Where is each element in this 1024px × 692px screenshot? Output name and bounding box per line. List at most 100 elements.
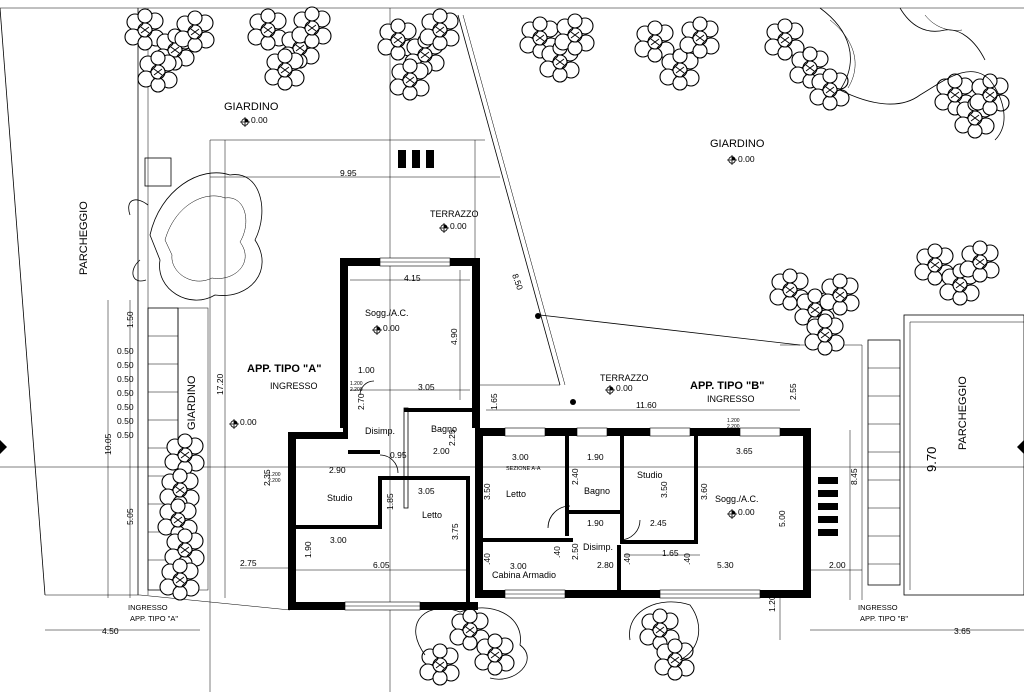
dim-8-50: 8.50 — [510, 272, 525, 291]
site-boundary — [0, 7, 1024, 692]
dim-2-50: 2.50 — [570, 543, 580, 560]
room-letto-b: Letto — [506, 489, 526, 499]
terrazzo-top-elev: 0.00 — [450, 221, 467, 231]
dim-2-45: 2.45 — [650, 518, 667, 528]
code-w3: 1.200 — [727, 418, 740, 424]
sogg-b-elev: 0.00 — [738, 507, 755, 517]
ingresso-a-bottom-2: APP. TIPO "A" — [130, 614, 178, 623]
code-w2: 1.200 — [350, 381, 363, 387]
dim-9-95: 9.95 — [340, 168, 357, 178]
room-sogg-a: Sogg./A.C. — [365, 308, 409, 318]
dim-1-90-b: 1.90 — [587, 452, 604, 462]
dim-2-35: 2.35 — [262, 469, 272, 486]
ingresso-a-label: INGRESSO — [270, 381, 318, 391]
dim-5-00: 5.00 — [777, 510, 787, 527]
dim-4-50: 4.50 — [102, 626, 119, 636]
dim-3-75: 3.75 — [450, 523, 460, 540]
dim-3-00-b: 3.00 — [512, 452, 529, 462]
dim-1-85: 1.85 — [385, 493, 395, 510]
dim-040-2: .40 — [552, 546, 562, 558]
dim-0-50-7: 0.50 — [117, 430, 134, 440]
app-b-title: APP. TIPO "B" — [690, 380, 764, 392]
code-w3b: 2.200 — [727, 424, 740, 430]
dim-3-65-b: 3.65 — [736, 446, 753, 456]
ingresso-b-bottom-1: INGRESSO — [858, 603, 898, 612]
giardino-left-elev: 0.00 — [251, 115, 268, 125]
ingresso-a-bottom-1: INGRESSO — [128, 603, 168, 612]
dim-0-95: 0.95 — [390, 450, 407, 460]
dim-2-00-r: 2.00 — [829, 560, 846, 570]
dim-040-3: .40 — [622, 553, 632, 565]
dim-11-60: 11.60 — [636, 400, 657, 410]
dim-0-50-2: 0.50 — [117, 360, 134, 370]
app-a-title: APP. TIPO "A" — [247, 363, 321, 375]
dim-2-55: 2.55 — [788, 383, 798, 400]
dim-10-05: 10.05 — [103, 433, 113, 455]
room-disimp-b: Disimp. — [583, 542, 613, 552]
dim-2-40: 2.40 — [570, 468, 580, 485]
dim-040-1: .40 — [482, 553, 492, 565]
dim-9-70: 9.70 — [924, 447, 939, 472]
dim-3-50-letto: 3.50 — [482, 483, 492, 500]
left-side-elev: 0.00 — [240, 417, 257, 427]
giardino-right-label: GIARDINO — [710, 138, 765, 150]
dim-3-05-mid: 3.05 — [418, 486, 435, 496]
dim-1-20: 1.20 — [767, 595, 777, 612]
dim-8-45: 8.45 — [849, 468, 859, 485]
ingresso-b-label: INGRESSO — [707, 394, 755, 404]
openings — [344, 257, 781, 611]
stair-marks — [0, 150, 1024, 536]
code-w1b: 2.200 — [268, 478, 281, 484]
dim-2-75: 2.75 — [240, 558, 257, 568]
room-studio-a: Studio — [327, 493, 353, 503]
dim-0-50-6: 0.50 — [117, 416, 134, 426]
room-letto-a: Letto — [422, 510, 442, 520]
giardino-vertical-label: GIARDINO — [186, 375, 198, 430]
dim-040-4: .40 — [682, 553, 692, 565]
dim-4-15: 4.15 — [404, 273, 421, 283]
sogg-a-elev: 0.00 — [383, 323, 400, 333]
dim-3-00-a: 3.00 — [330, 535, 347, 545]
dim-2-00: 2.00 — [433, 446, 450, 456]
dim-1-00: 1.00 — [358, 365, 375, 375]
dim-1-50: 1.50 — [125, 311, 135, 328]
sezione-label: SEZIONE A-A — [506, 466, 541, 472]
dim-2-70: 2.70 — [356, 393, 366, 410]
room-bagno-b: Bagno — [584, 486, 610, 496]
dimension-texts: 9.95 4.15 4.90 1.00 3.05 2.00 2.25 2.90 … — [102, 168, 971, 636]
dim-5-05: 5.05 — [125, 508, 135, 525]
room-studio-b: Studio — [637, 470, 663, 480]
terrazzo-top-label: TERRAZZO — [430, 209, 479, 219]
opening-codes: 1.200 2.200 1.200 2.200 1.200 2.200 — [268, 381, 740, 484]
dim-0-50-3: 0.50 — [117, 374, 134, 384]
room-cabina: Cabina Armadio — [492, 570, 556, 580]
parcheggio-left-label: PARCHEGGIO — [78, 201, 90, 275]
dim-3-00-cab: 3.00 — [510, 561, 527, 571]
dim-1-90-a: 1.90 — [303, 541, 313, 558]
dim-2-25: 2.25 — [447, 429, 457, 446]
dim-3-05-top: 3.05 — [418, 382, 435, 392]
dim-2-80: 2.80 — [597, 560, 614, 570]
code-w2b: 2.200 — [350, 387, 363, 393]
dim-3-65-bottom: 3.65 — [954, 626, 971, 636]
dim-0-50-5: 0.50 — [117, 402, 134, 412]
dimension-lines — [45, 140, 1024, 631]
parking-right — [867, 314, 1024, 596]
dim-2-90: 2.90 — [329, 465, 346, 475]
dim-3-50-studio: 3.50 — [659, 481, 669, 498]
dim-1-65-side: 1.65 — [489, 393, 499, 410]
giardino-left-label: GIARDINO — [224, 101, 279, 113]
dim-1-90-dis: 1.90 — [587, 518, 604, 528]
dim-3-60: 3.60 — [699, 483, 709, 500]
apartment-b-walls — [475, 428, 811, 598]
giardino-right-elev: 0.00 — [738, 154, 755, 164]
dim-17-20: 17.20 — [215, 373, 225, 395]
dim-6-05: 6.05 — [373, 560, 390, 570]
dim-0-50-4: 0.50 — [117, 388, 134, 398]
ingresso-b-bottom-2: APP. TIPO "B" — [860, 614, 908, 623]
dim-1-65: 1.65 — [662, 548, 679, 558]
room-sogg-b: Sogg./A.C. — [715, 494, 759, 504]
room-disimp-a: Disimp. — [365, 426, 395, 436]
parcheggio-right-label: PARCHEGGIO — [957, 376, 969, 450]
